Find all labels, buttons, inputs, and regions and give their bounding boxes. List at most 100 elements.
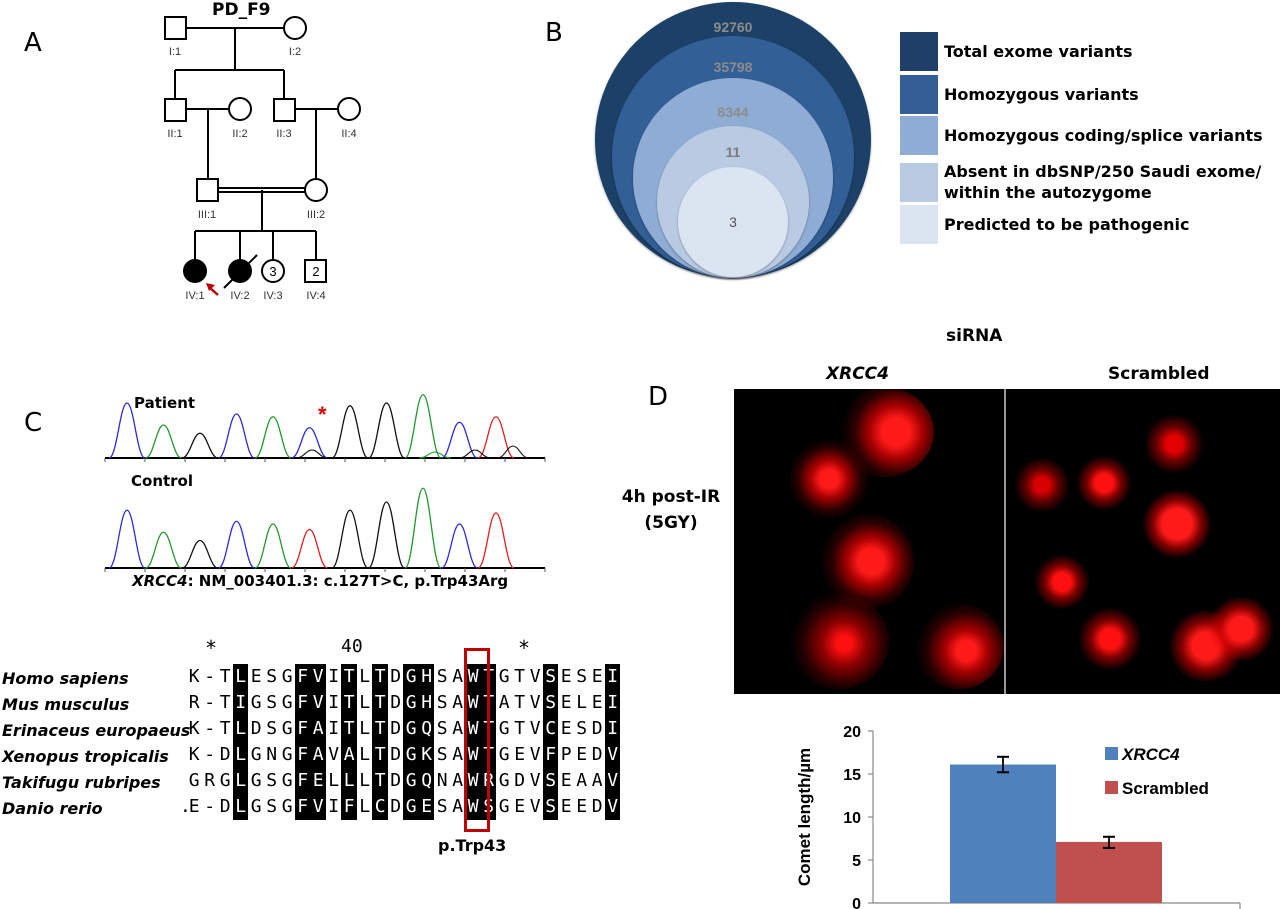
comet-spot bbox=[1034, 554, 1090, 610]
pedigree-count: 2 bbox=[312, 264, 319, 279]
residue: F bbox=[294, 742, 310, 768]
residue: V bbox=[529, 796, 541, 817]
residue: E bbox=[250, 666, 262, 687]
control-trace-peak bbox=[254, 523, 292, 569]
residue: G bbox=[403, 742, 419, 768]
comet-spot bbox=[1078, 607, 1142, 671]
residue: E bbox=[514, 744, 525, 765]
residue: G bbox=[281, 796, 293, 817]
residue: G bbox=[281, 744, 293, 765]
residue: D bbox=[390, 718, 401, 739]
residue: E bbox=[188, 796, 200, 817]
legend-label-line: within the autozygome bbox=[944, 183, 1152, 202]
y-tick-label: 0 bbox=[852, 896, 861, 909]
residue: G bbox=[250, 770, 262, 791]
panel-b-letter: B bbox=[545, 18, 563, 48]
residue: L bbox=[576, 692, 587, 713]
residue: E bbox=[591, 692, 603, 713]
residue: S bbox=[266, 770, 277, 791]
residue: F bbox=[542, 742, 558, 768]
pedigree-label: II:1 bbox=[167, 128, 182, 140]
residue: I bbox=[328, 796, 339, 817]
residue: K bbox=[188, 666, 200, 687]
residue: G bbox=[250, 692, 262, 713]
species-name: Mus musculus bbox=[2, 695, 130, 714]
pedigree-label: II:3 bbox=[276, 128, 291, 140]
comet-spot bbox=[789, 439, 869, 519]
comet-spot bbox=[1142, 489, 1212, 559]
residue: A bbox=[452, 744, 463, 765]
species-name: Erinaceus europaeus bbox=[2, 721, 191, 740]
residue: T bbox=[514, 666, 525, 687]
residue: V bbox=[529, 692, 541, 713]
residue: A bbox=[498, 692, 510, 713]
y-tick-label: 20 bbox=[843, 724, 861, 741]
pedigree-label: IV:4 bbox=[306, 290, 325, 302]
pedigree-female-IV-3 bbox=[261, 259, 285, 283]
residue: T bbox=[341, 716, 357, 742]
residue: V bbox=[529, 718, 541, 739]
residue: L bbox=[359, 718, 370, 739]
residue: F bbox=[341, 794, 357, 820]
legend-swatch bbox=[900, 162, 938, 202]
residue: G bbox=[498, 666, 510, 687]
legend-item: Absent in dbSNP/250 Saudi exome/ within … bbox=[900, 161, 1261, 203]
residue: S bbox=[436, 796, 448, 817]
residue: D bbox=[591, 796, 603, 817]
residue: E bbox=[418, 794, 434, 820]
residue: T bbox=[372, 716, 388, 742]
column-label-scrambled: Scrambled bbox=[1108, 364, 1210, 384]
residue: F bbox=[294, 716, 310, 742]
residue: R bbox=[204, 770, 215, 791]
residue: - bbox=[204, 744, 215, 765]
column-label-xrcc4: XRCC4 bbox=[826, 364, 889, 384]
y-tick-label: 15 bbox=[843, 767, 861, 784]
residue: L bbox=[328, 770, 339, 791]
residue: F bbox=[294, 664, 310, 690]
residue: K bbox=[188, 718, 200, 739]
legend-swatch bbox=[1105, 781, 1118, 794]
residue: V bbox=[529, 770, 541, 791]
control-trace-peak bbox=[145, 531, 182, 569]
y-tick-label: 5 bbox=[852, 853, 861, 870]
residue: S bbox=[576, 666, 587, 687]
residue: A bbox=[452, 770, 463, 791]
residue: G bbox=[498, 796, 510, 817]
residue: D bbox=[591, 718, 603, 739]
residue: S bbox=[436, 692, 448, 713]
residue: F bbox=[294, 794, 310, 820]
residue: S bbox=[266, 796, 277, 817]
residue: G bbox=[498, 770, 510, 791]
residue: T bbox=[219, 666, 231, 687]
residue: S bbox=[436, 718, 448, 739]
legend-item: Predicted to be pathogenic bbox=[900, 205, 1189, 244]
residue: G bbox=[281, 770, 293, 791]
circle-value: 3 bbox=[729, 214, 737, 230]
pedigree-label: III:1 bbox=[198, 209, 216, 221]
bar-scrambled bbox=[1056, 841, 1162, 903]
residue: T bbox=[219, 718, 231, 739]
residue: W bbox=[465, 794, 481, 820]
pedigree-count: 3 bbox=[269, 264, 276, 279]
residue: Q bbox=[418, 768, 434, 794]
comet-spot bbox=[1144, 414, 1204, 474]
residue: E bbox=[560, 692, 572, 713]
legend-item: Total exome variants bbox=[900, 32, 1133, 71]
residue: D bbox=[390, 770, 401, 791]
variant-gene: XRCC4 bbox=[132, 572, 188, 590]
pedigree-chart: I:1 I:2 II:1 II:2 II:3 II:4 III:1 III:2 … bbox=[164, 16, 361, 302]
legend-item: Homozygous coding/splice variants bbox=[900, 116, 1263, 155]
residue: - bbox=[204, 692, 215, 713]
residue: - bbox=[204, 718, 215, 739]
residue: A bbox=[452, 718, 463, 739]
comet-spot bbox=[1206, 597, 1276, 661]
row-label: 4h post-IR (5GY) bbox=[612, 484, 730, 536]
residue: I bbox=[604, 690, 620, 716]
residue: A bbox=[452, 666, 463, 687]
residue: G bbox=[403, 690, 419, 716]
residue: F bbox=[294, 768, 310, 794]
residue: D bbox=[390, 666, 401, 687]
